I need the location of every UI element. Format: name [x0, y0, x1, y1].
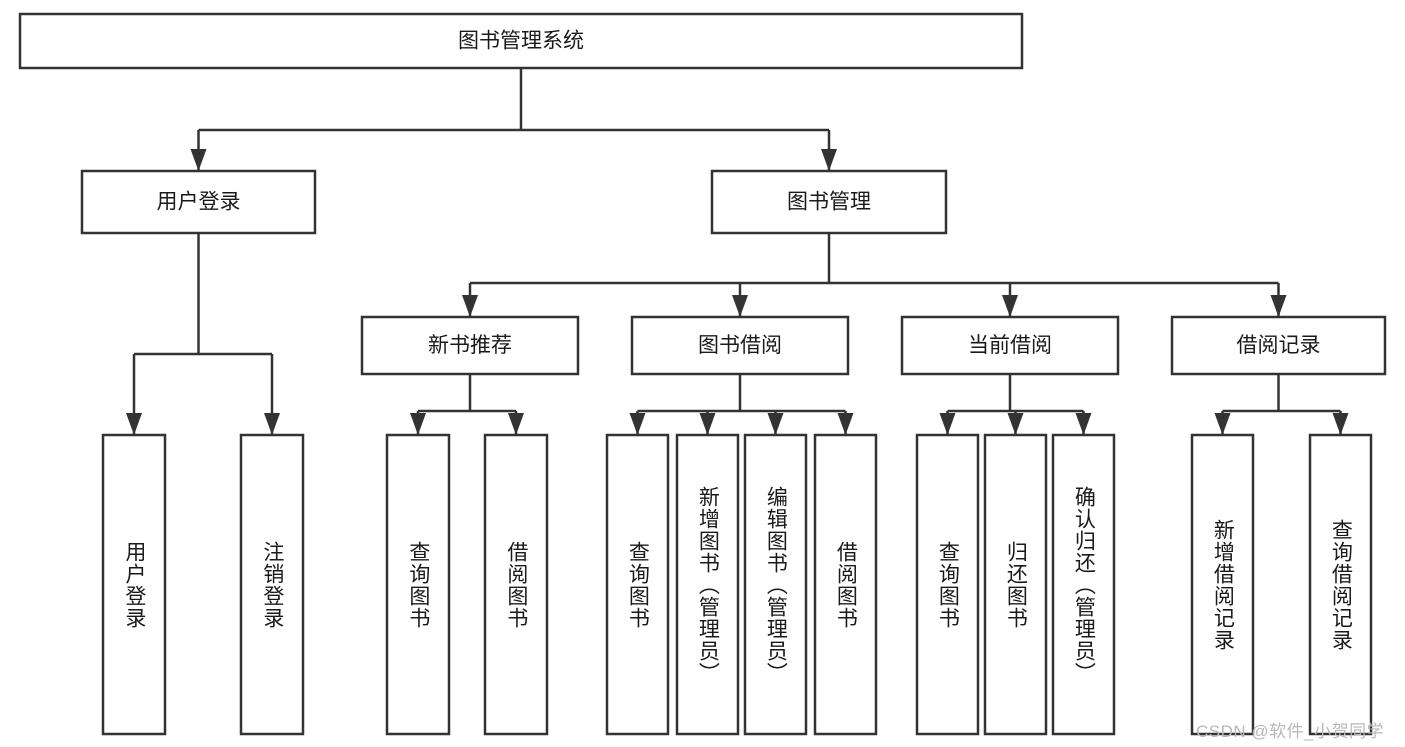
node-box-leaf-return-book[interactable] [983, 433, 1048, 736]
node-box-root[interactable] [18, 12, 1024, 70]
arrow-head-icon [1002, 295, 1018, 317]
node-box-leaf-confirm-return[interactable] [1051, 433, 1116, 736]
node-label-current-borrow: 当前借阅 [968, 334, 1052, 357]
node-box-new-book-rec[interactable] [360, 315, 580, 376]
arrow-head-icon [699, 413, 716, 435]
node-label-new-book-rec: 新书推荐 [428, 334, 512, 357]
node-box-leaf-add-book[interactable] [675, 433, 740, 736]
arrow-head-icon [410, 413, 426, 435]
node-box-leaf-add-record[interactable] [1190, 433, 1255, 736]
arrow-head-icon [767, 413, 784, 435]
arrow-head-icon [1007, 413, 1024, 435]
node-label-book-borrow: 图书借阅 [698, 334, 782, 357]
arrow-head-icon [462, 295, 478, 317]
node-label-book-manage: 图书管理 [787, 191, 871, 214]
node-box-leaf-query-book-2[interactable] [605, 433, 670, 736]
arrow-head-icon [1270, 295, 1287, 317]
node-box-leaf-query-record[interactable] [1308, 433, 1373, 736]
arrow-head-icon [1332, 413, 1349, 435]
node-box-leaf-query-book-3[interactable] [915, 433, 980, 736]
arrow-head-icon [939, 413, 956, 435]
node-box-leaf-query-book-1[interactable] [385, 433, 451, 736]
boxes-layer [18, 12, 1387, 736]
node-box-current-borrow[interactable] [900, 315, 1120, 376]
arrow-head-icon [190, 149, 207, 171]
arrow-head-icon [821, 149, 837, 171]
arrow-head-icon [732, 295, 748, 317]
node-label-root: 图书管理系统 [458, 30, 584, 53]
arrow-head-icon [1075, 413, 1092, 435]
edges-layer [126, 68, 1349, 435]
node-box-leaf-borrow-book-1[interactable] [483, 433, 549, 736]
node-label-user-login: 用户登录 [157, 191, 241, 214]
arrow-head-icon [629, 413, 646, 435]
node-box-borrow-record[interactable] [1170, 315, 1387, 376]
arrow-head-icon [1214, 413, 1231, 435]
node-box-leaf-edit-book[interactable] [743, 433, 808, 736]
csdn-watermark: CSDN @软件_小贺同学 [1196, 722, 1385, 741]
node-label-borrow-record: 借阅记录 [1237, 334, 1321, 357]
arrow-head-icon [508, 413, 524, 435]
arrow-head-icon [264, 413, 280, 435]
node-box-book-manage[interactable] [710, 169, 948, 235]
node-box-leaf-borrow-book-2[interactable] [813, 433, 878, 736]
arrow-head-icon [837, 413, 854, 435]
arrow-head-icon [126, 413, 142, 435]
node-box-book-borrow[interactable] [630, 315, 850, 376]
node-box-leaf-user-login[interactable] [101, 433, 167, 736]
node-box-leaf-user-logout[interactable] [239, 433, 305, 736]
node-box-user-login[interactable] [80, 169, 317, 235]
